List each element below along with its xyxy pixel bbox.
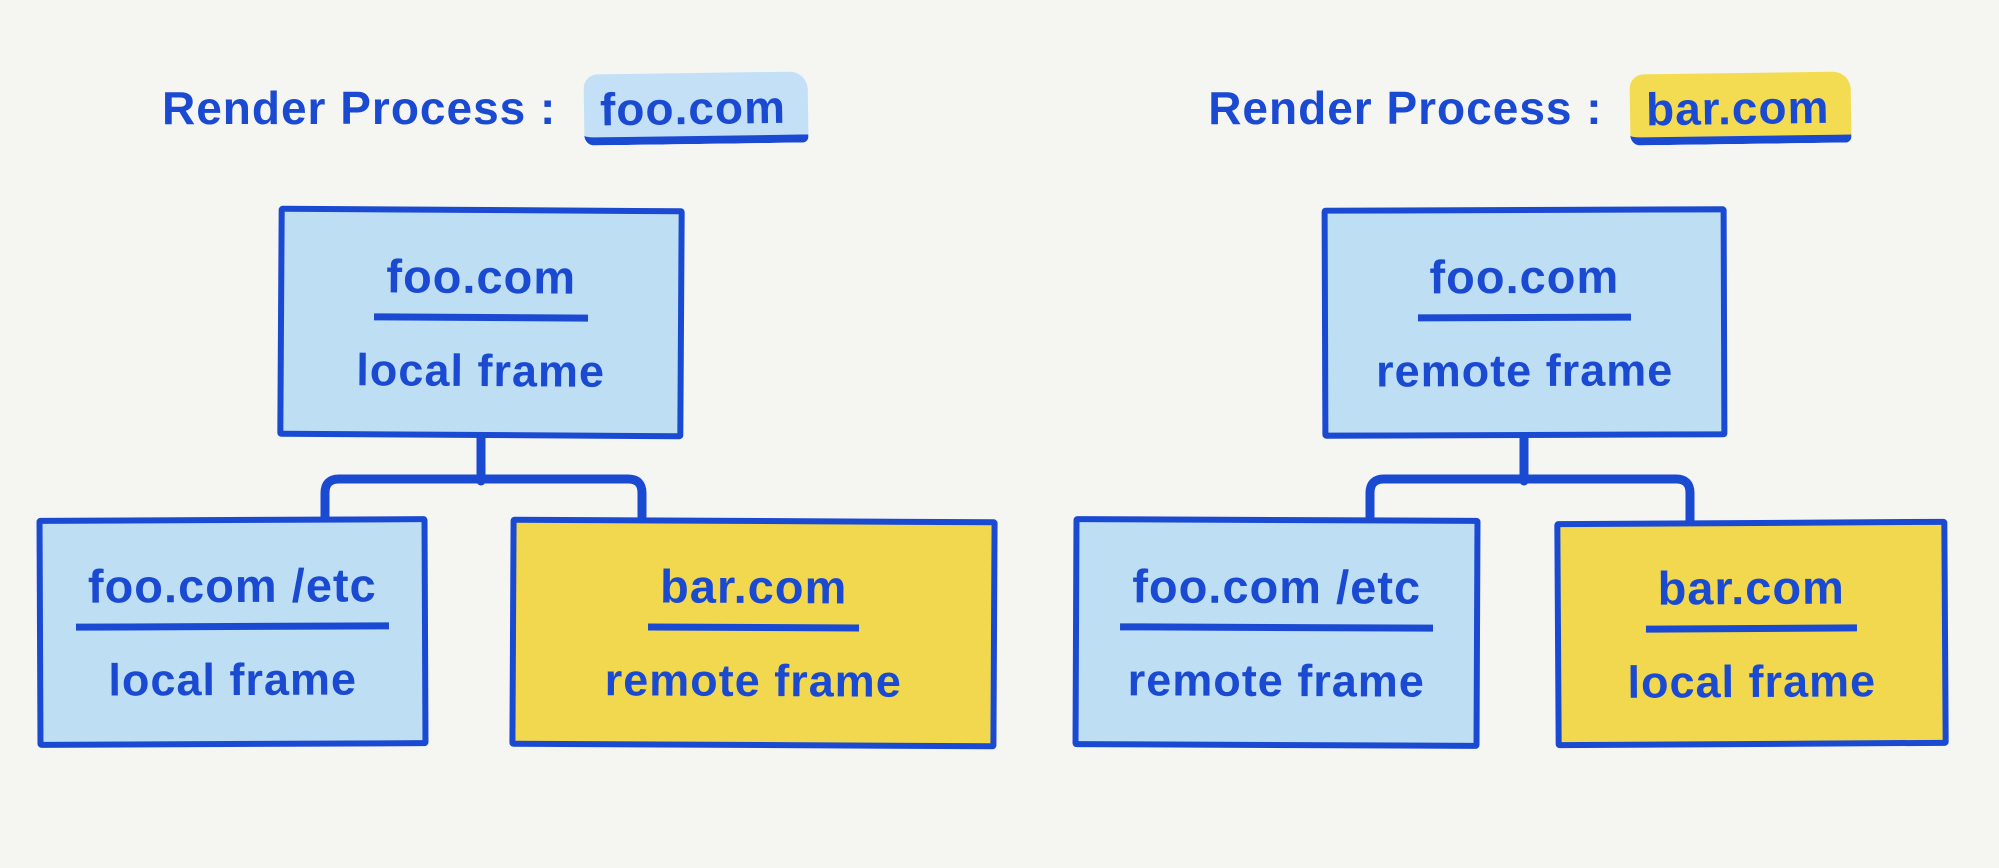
frame-box-type: remote frame bbox=[1376, 343, 1674, 397]
frame-box-bar-left: bar.com remote frame bbox=[509, 516, 998, 750]
frame-box-type: remote frame bbox=[604, 654, 902, 707]
render-process-title-bar: Render Process : bar.com bbox=[1155, 60, 1905, 156]
title-prefix: Render Process : bbox=[161, 82, 557, 134]
frame-box-domain: foo.com bbox=[1417, 248, 1632, 321]
frame-box-domain: bar.com bbox=[647, 558, 860, 632]
frame-box-domain: foo.com bbox=[374, 247, 589, 322]
title-prefix: Render Process : bbox=[1208, 82, 1603, 134]
frame-box-domain: foo.com /etc bbox=[1120, 557, 1434, 632]
frame-box-bar-right: bar.com local frame bbox=[1554, 518, 1949, 749]
right-tree-branch bbox=[1365, 474, 1695, 528]
frame-box-fooetc-left: foo.com /etc local frame bbox=[36, 516, 429, 748]
frame-box-domain: foo.com /etc bbox=[75, 557, 389, 631]
frame-box-type: local frame bbox=[108, 653, 358, 706]
frame-box-domain: bar.com bbox=[1645, 558, 1858, 633]
frame-box-root-foo-left: foo.com local frame bbox=[277, 205, 685, 440]
frame-box-root-foo-right: foo.com remote frame bbox=[1321, 206, 1728, 439]
title-domain-highlight: bar.com bbox=[1629, 71, 1853, 146]
frame-box-fooetc-right: foo.com /etc remote frame bbox=[1072, 516, 1481, 749]
frame-box-type: local frame bbox=[356, 343, 606, 397]
frame-box-type: local frame bbox=[1627, 654, 1877, 708]
frame-box-type: remote frame bbox=[1127, 653, 1425, 707]
render-process-title-foo: Render Process : foo.com bbox=[110, 60, 860, 156]
title-domain-highlight: foo.com bbox=[583, 71, 809, 146]
